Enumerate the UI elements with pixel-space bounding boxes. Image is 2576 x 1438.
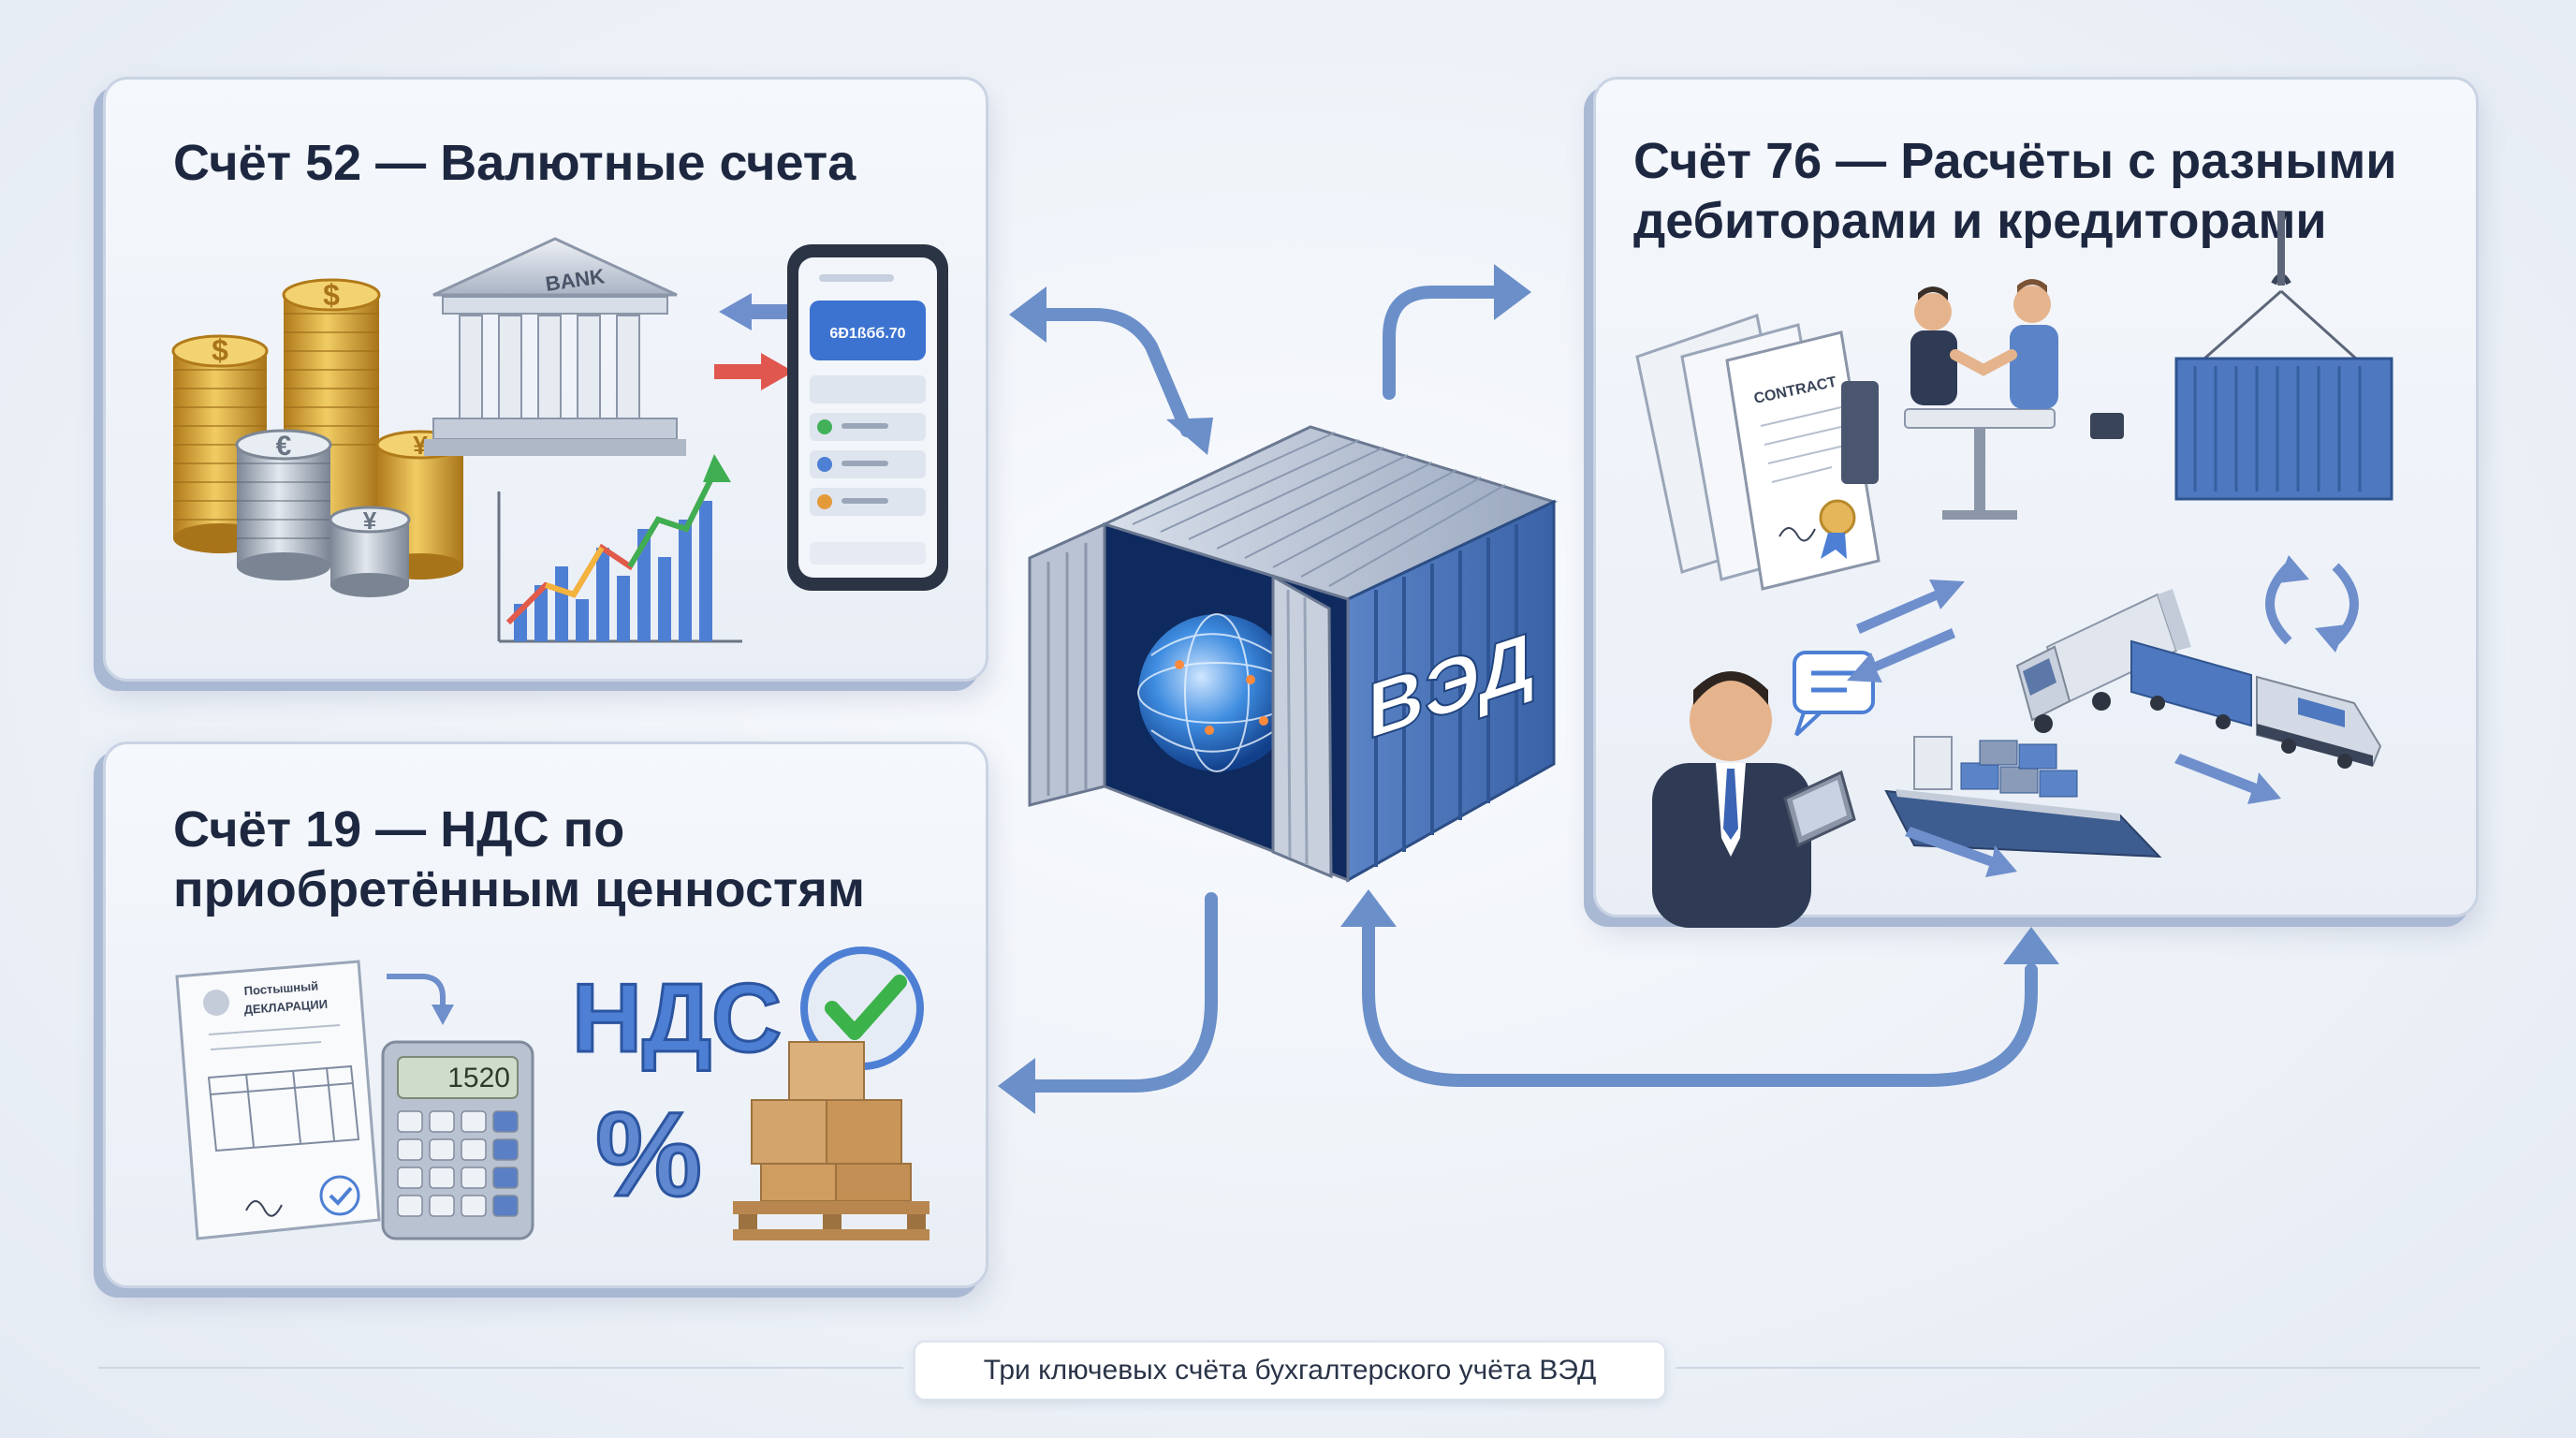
bank-building-icon: BANK bbox=[424, 237, 686, 456]
mobile-banking-phone-icon: 6Ð1ßбб.70 bbox=[787, 244, 948, 591]
contract-documents-icon: CONTRACT bbox=[1635, 314, 1881, 591]
arrow-container-to-76 bbox=[1383, 286, 1508, 400]
customs-declaration-document-icon: Постышный ДЕКЛАРАЦИИ bbox=[175, 960, 381, 1240]
footer-divider-left bbox=[98, 1367, 903, 1369]
footer-divider-right bbox=[1676, 1367, 2481, 1369]
logistics-flow-arrows-icon bbox=[1847, 555, 2359, 877]
account-52-title: Счёт 52 — Валютные счета bbox=[173, 135, 856, 191]
account-19-title-line2: приобретённым ценностям bbox=[173, 861, 865, 917]
account-19-panel: Счёт 19 — НДС по приобретённым ценностям… bbox=[103, 741, 988, 1288]
declaration-line1-text: Постышный bbox=[243, 978, 318, 998]
yen-silver-coin-stack-icon: ¥ bbox=[329, 506, 411, 597]
svg-text:$: $ bbox=[323, 278, 340, 312]
svg-text:€: € bbox=[276, 431, 292, 462]
euro-coin-stack-icon: € bbox=[235, 429, 332, 580]
svg-text:$: $ bbox=[212, 333, 228, 367]
account-76-scene: CONTRACT bbox=[1635, 211, 2393, 928]
cargo-boxes-pallet-icon bbox=[733, 1041, 929, 1240]
arrow-container-to-76-bottom bbox=[1362, 917, 2038, 1087]
business-handshake-icon bbox=[1841, 279, 2124, 520]
arrow-container-to-19 bbox=[1023, 892, 1218, 1093]
calculator-display-text: 1520 bbox=[447, 1063, 510, 1093]
account-76-title-line1: Счёт 76 — Расчёты с разными bbox=[1633, 133, 2397, 189]
arrow-52-to-container bbox=[1023, 308, 1193, 437]
speech-bubble-icon bbox=[1793, 651, 1875, 737]
caption-label: Три ключевых счёта бухгалтерского учёта … bbox=[914, 1341, 1666, 1401]
globe-icon bbox=[1138, 614, 1295, 771]
document-to-calculator-arrow-icon bbox=[387, 974, 446, 1008]
account-52-panel: Счёт 52 — Валютные счета bbox=[103, 77, 988, 682]
lifted-container-icon bbox=[2174, 211, 2393, 501]
cargo-ship-icon bbox=[1884, 736, 2162, 858]
svg-text:¥: ¥ bbox=[363, 506, 377, 535]
account-19-title-line1: Счёт 19 — НДС по bbox=[173, 801, 625, 858]
vat-label-text: НДС bbox=[572, 964, 782, 1073]
declaration-line2-text: ДЕКЛАРАЦИИ bbox=[243, 997, 328, 1017]
account-76-panel: Счёт 76 — Расчёты с разными дебиторами и… bbox=[1593, 77, 2479, 928]
growth-bar-chart-icon bbox=[497, 454, 742, 643]
exchange-arrows-icon bbox=[714, 293, 798, 390]
calculator-icon: 1520 bbox=[381, 1040, 534, 1240]
freight-train-icon bbox=[2130, 639, 2382, 769]
account-52-scene: $ $ € bbox=[171, 237, 948, 643]
phone-balance-text: 6Ð1ßбб.70 bbox=[829, 326, 905, 342]
manager-with-tablet-icon bbox=[1652, 671, 1856, 928]
account-76-title-line2: дебиторами и кредиторами bbox=[1633, 193, 2327, 249]
account-19-scene: Постышный ДЕКЛАРАЦИИ 1520 bbox=[175, 946, 929, 1240]
percent-sign-text: % bbox=[595, 1088, 702, 1222]
ved-container-illustration: ВЭД bbox=[1028, 425, 1559, 883]
